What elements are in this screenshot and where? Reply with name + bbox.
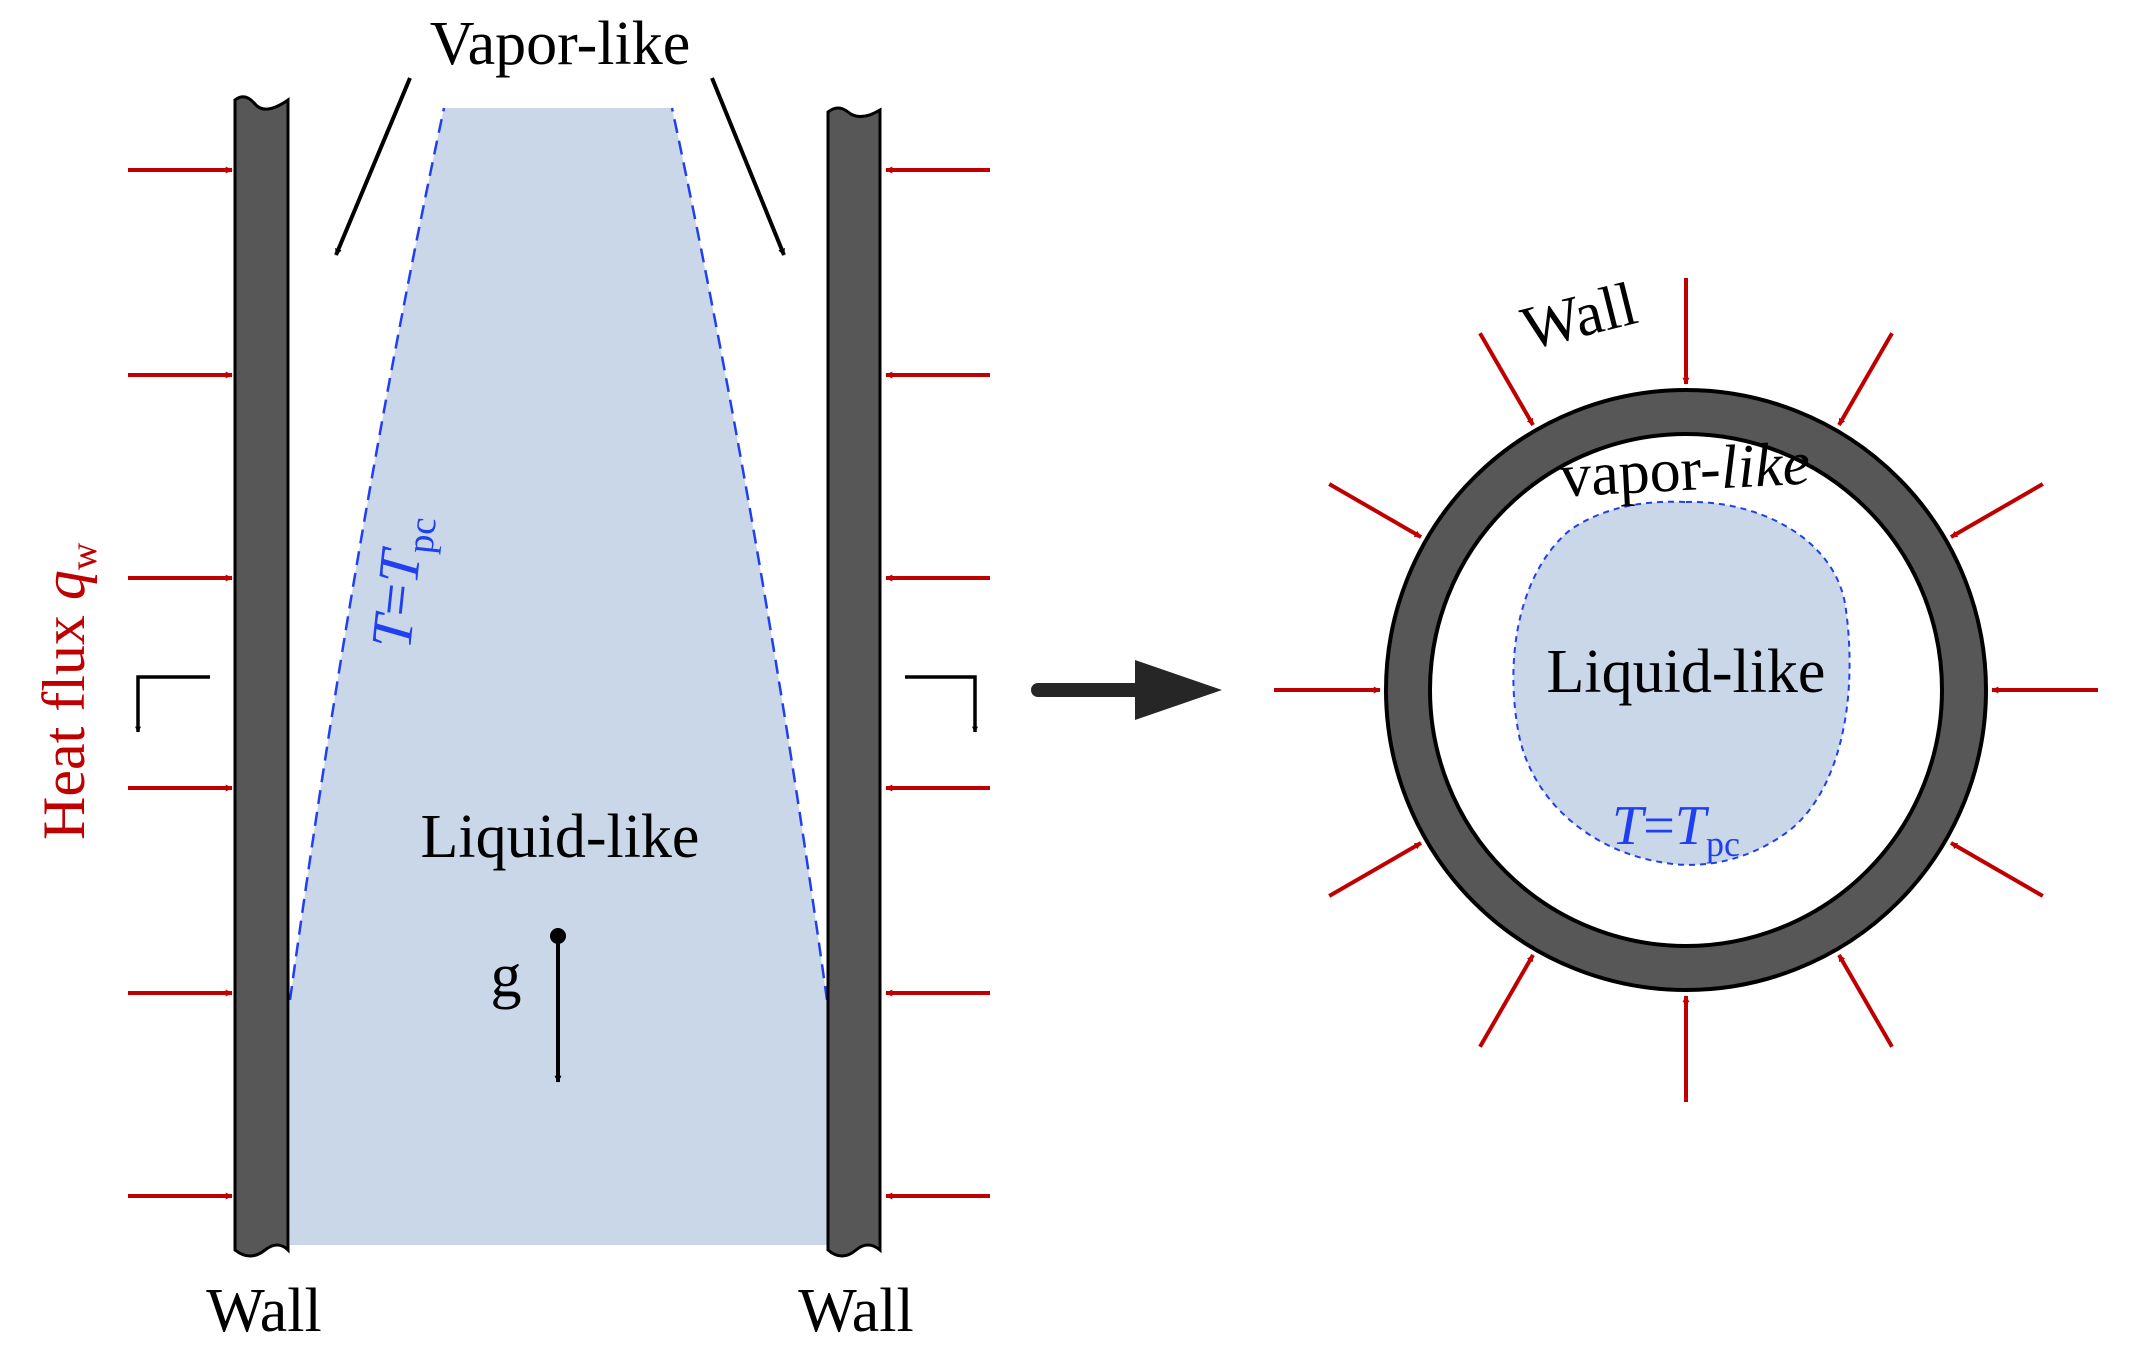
wall-left-label: Wall [206, 1277, 322, 1345]
section-cut-left [135, 675, 210, 733]
red-arrow-icon [1478, 332, 1535, 426]
gravity-label: g [491, 942, 522, 1010]
liquid-like-label: Liquid-like [421, 803, 700, 871]
red-arrow-icon [1950, 482, 2044, 539]
vapor-arrow-left [334, 77, 412, 256]
vapor-like-label: Vapor-like [430, 10, 690, 78]
interface-curve-right [670, 107, 829, 1001]
liquid-like-region [290, 108, 827, 1245]
section-cut-icon [135, 675, 210, 733]
wall-right-label: Wall [798, 1277, 914, 1345]
liquid-like-label-cross: Liquid-like [1547, 638, 1826, 706]
liquid-like-core [1512, 500, 1851, 866]
wall-left [233, 95, 290, 1258]
thick-right-arrow-icon [1135, 660, 1222, 720]
section-cut-right [905, 675, 978, 733]
red-arrow-icon [1328, 482, 1422, 539]
heat-arrows-left [128, 166, 233, 1200]
section-cut-icon [905, 675, 978, 733]
vapor-like-label-cross: vapor-like [1558, 430, 1811, 511]
transition-arrow [1031, 660, 1222, 720]
heat-flux-label: Heat flux qw [31, 542, 105, 840]
red-arrow-icon [1478, 954, 1535, 1048]
red-arrow-icon [1328, 841, 1422, 898]
interface-label-side: T=Tpc [358, 512, 445, 652]
wall-label-cross: Wall [1515, 270, 1644, 364]
vapor-arrow-right [710, 77, 786, 256]
cross-section: Wall vapor-like Liquid-like T=Tpc [1274, 270, 2098, 1102]
red-arrow-icon [1837, 332, 1894, 426]
red-arrow-icon [1950, 841, 2044, 898]
radial-heat-arrows [1274, 278, 2098, 1102]
heat-arrows-right [885, 166, 990, 1200]
wall-right [826, 106, 882, 1258]
interface-curve-left [288, 107, 446, 1001]
interface-label-cross: T=Tpc [1612, 795, 1740, 864]
side-view: Vapor-like Liquid-like g Wall Wall T=Tpc… [31, 10, 990, 1345]
red-arrow-icon [1837, 954, 1894, 1048]
